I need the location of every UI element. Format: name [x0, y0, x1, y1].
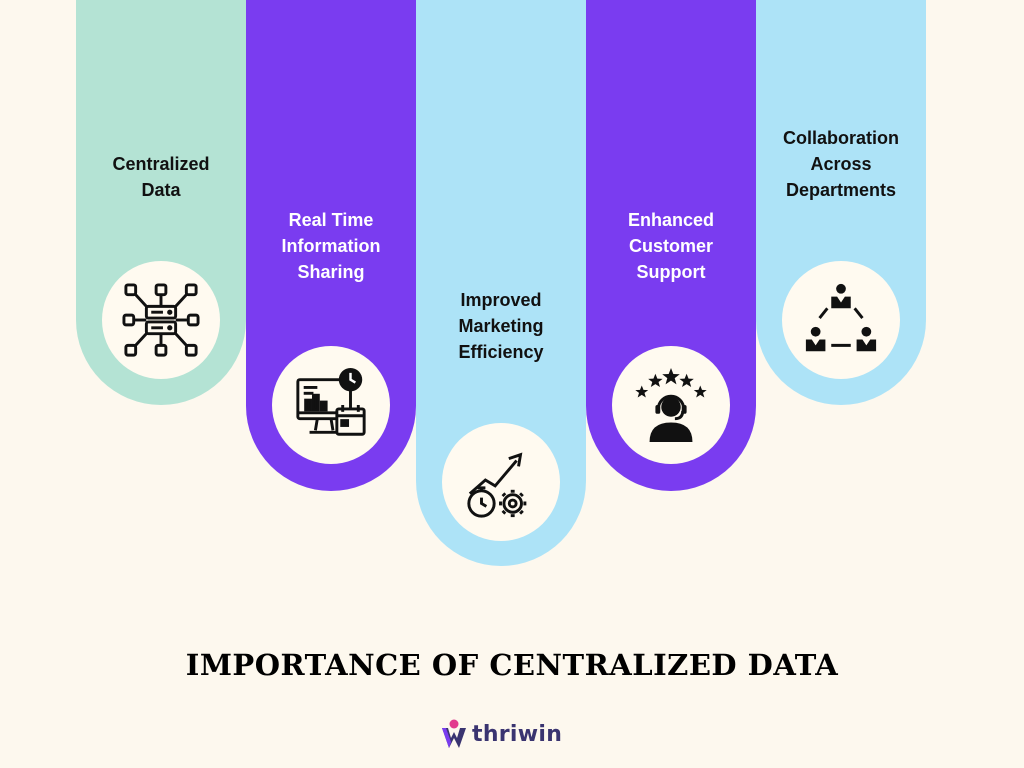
pillar-label: Real Time Information Sharing	[281, 210, 381, 282]
pillar-label: Improved Marketing Efficiency	[458, 290, 544, 362]
icon-disc	[782, 261, 900, 379]
pillar-improved-marketing-efficiency: Improved Marketing Efficiency	[416, 0, 586, 566]
icon-disc	[442, 423, 560, 541]
brand-name: thriwin	[472, 721, 563, 747]
brand-logo: thriwin	[440, 716, 562, 752]
pillar-label: Enhanced Customer Support	[627, 210, 715, 282]
pillar-enhanced-customer-support: Enhanced Customer Support	[586, 0, 756, 491]
icon-disc	[612, 346, 730, 464]
pillar-label: Centralized Data	[112, 154, 210, 200]
thriwin-logo-icon	[442, 719, 466, 748]
support-agent-stars-icon	[635, 367, 707, 443]
stopwatch-gear-growth-icon	[467, 452, 527, 518]
pillar-real-time-information-sharing: Real Time Information Sharing	[246, 0, 416, 491]
page-title: IMPORTANCE OF CENTRALIZED DATA	[185, 648, 839, 682]
icon-disc	[272, 346, 390, 464]
pillar-centralized-data: Centralized Data	[76, 0, 246, 405]
dashboard-clock-calendar-icon	[296, 367, 366, 436]
server-network-icon	[122, 283, 200, 357]
icon-disc	[102, 261, 220, 379]
pillar-label: Collaboration Across Departments	[783, 128, 899, 200]
team-network-icon	[805, 283, 877, 352]
pillar-collaboration-across-departments: Collaboration Across Departments	[756, 0, 926, 405]
